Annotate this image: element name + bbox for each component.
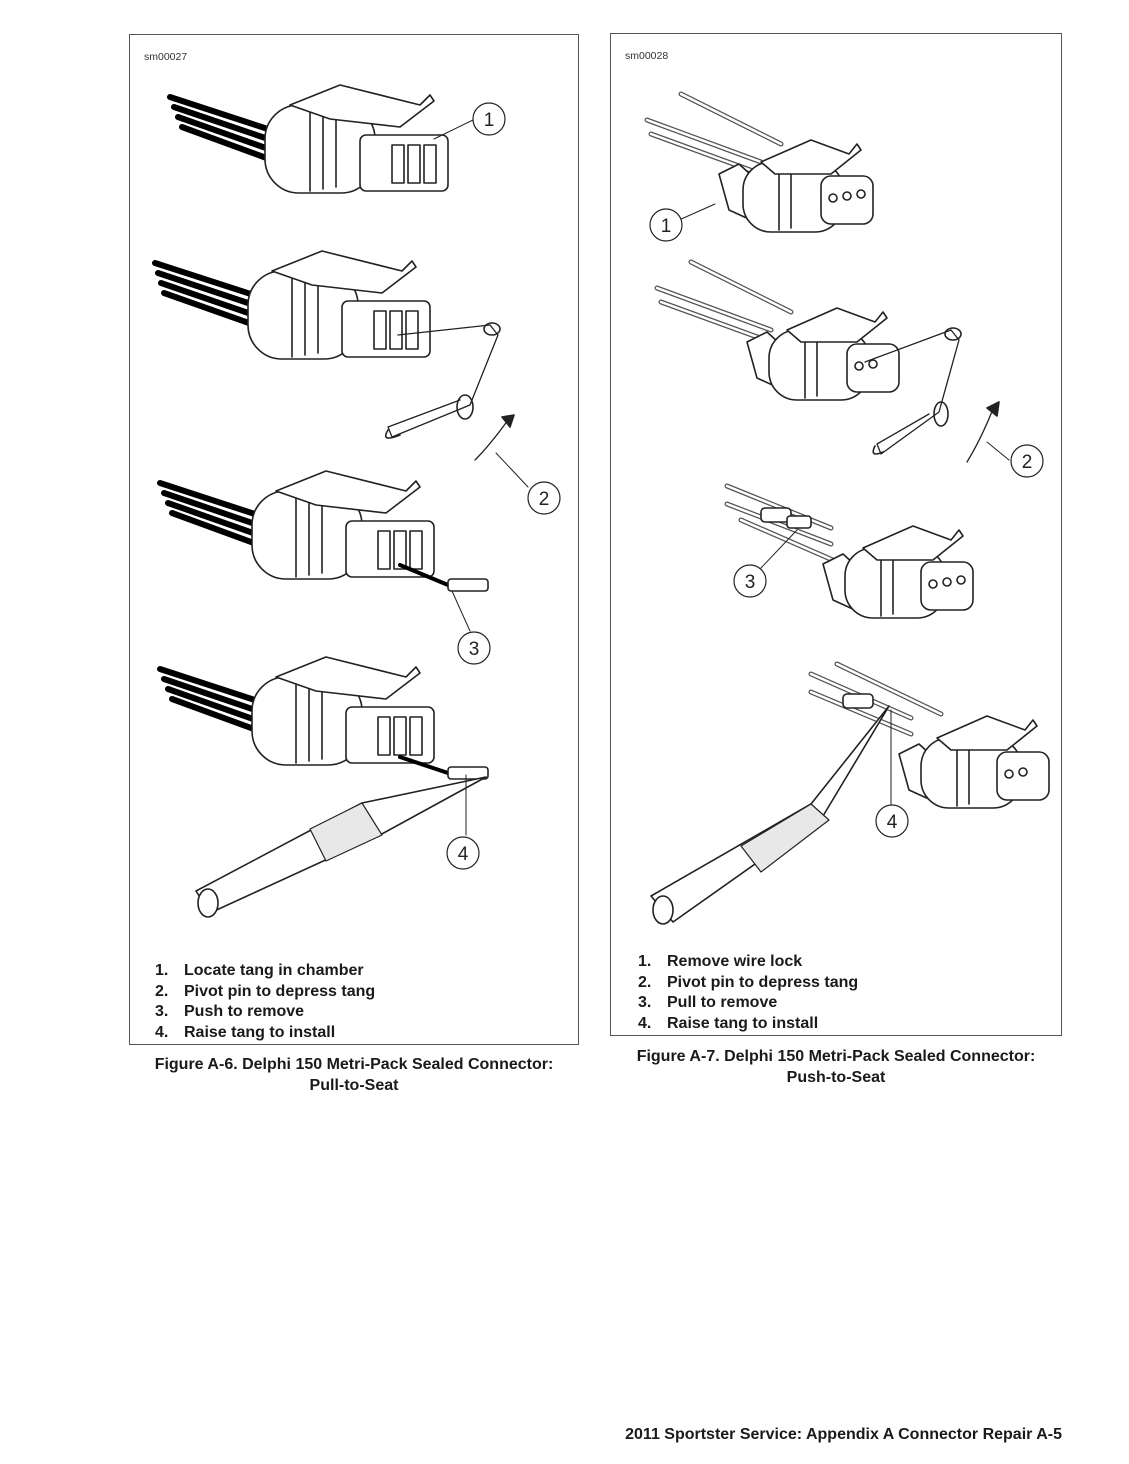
svg-text:1: 1: [661, 216, 672, 237]
callout-3: 3: [457, 631, 491, 665]
figure-id-code: sm00027: [144, 51, 188, 63]
svg-text:4: 4: [458, 844, 469, 865]
svg-text:4: 4: [887, 812, 898, 833]
connector-step-2: [654, 259, 1010, 463]
figure-a6-legend: 1.Locate tang in chamber 2.Pivot pin to …: [155, 961, 375, 1043]
connector-step-4: [157, 656, 489, 918]
figure-a6-illustration: 1 2 3 4: [152, 84, 561, 918]
legend-item: 2.Pivot pin to depress tang: [155, 982, 376, 1000]
figure-a7-caption: Figure A-7. Delphi 150 Metri-Pack Sealed…: [636, 1048, 1036, 1086]
legend-item: 1.Locate tang in chamber: [155, 962, 364, 979]
page-footer: 2011 Sportster Service: Appendix A Conne…: [625, 1426, 1062, 1443]
figure-a7-panel: sm00028: [610, 33, 1062, 1036]
connector-step-1: [167, 84, 449, 194]
legend-item: 4.Raise tang to install: [638, 1014, 819, 1032]
legend-item: 2.Pivot pin to depress tang: [638, 973, 859, 991]
connector-step-4: [650, 661, 1050, 925]
connector-step-3: [724, 483, 974, 619]
callout-2: 2: [1010, 444, 1044, 478]
callout-4: 4: [446, 836, 480, 870]
svg-text:2: 2: [539, 489, 550, 510]
connector-step-2: [152, 250, 529, 488]
figure-a6-panel: sm00027: [129, 34, 579, 1045]
svg-text:1: 1: [484, 110, 495, 131]
svg-text:3: 3: [469, 639, 480, 660]
callout-2: 2: [527, 481, 561, 515]
callout-1: 1: [433, 102, 506, 140]
figure-a7-illustration: 1 2 3 4: [644, 91, 1050, 925]
svg-text:2: 2: [1022, 452, 1033, 473]
svg-text:3: 3: [745, 572, 756, 593]
callout-3: 3: [733, 564, 767, 598]
callout-1: 1: [649, 208, 683, 242]
legend-item: 3.Pull to remove: [638, 994, 778, 1011]
figure-a7-legend: 1.Remove wire lock 2.Pivot pin to depres…: [638, 952, 858, 1034]
connector-step-3: [157, 470, 489, 632]
legend-item: 1.Remove wire lock: [638, 953, 803, 970]
figure-a6-caption: Figure A-6. Delphi 150 Metri-Pack Sealed…: [154, 1056, 554, 1094]
connector-step-1: [644, 91, 874, 233]
figure-id-code: sm00028: [625, 50, 669, 62]
legend-item: 4.Raise tang to install: [155, 1023, 336, 1041]
callout-4: 4: [875, 804, 909, 838]
legend-item: 3.Push to remove: [155, 1003, 305, 1020]
